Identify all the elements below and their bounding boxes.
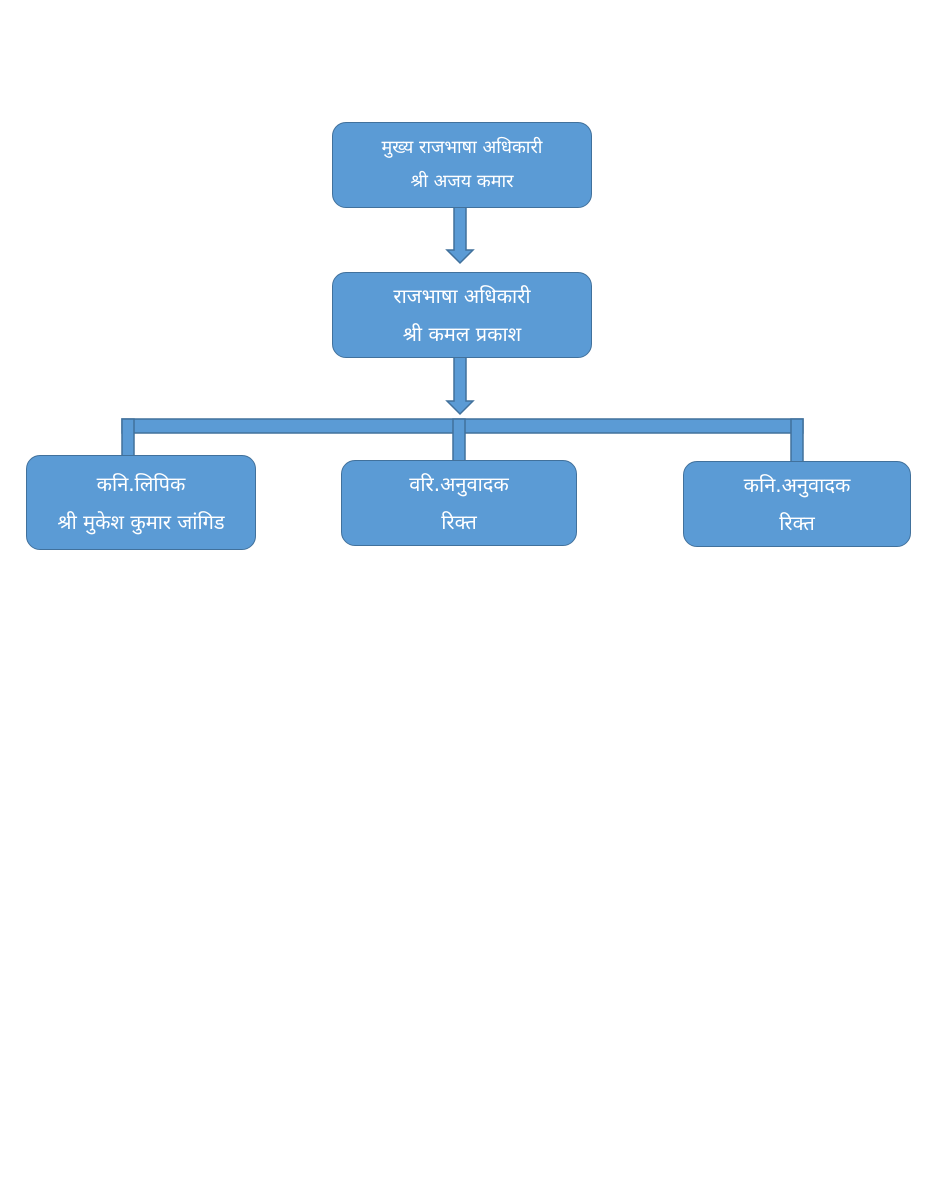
node-senior-translator: वरि.अनुवादक रिक्त bbox=[341, 460, 577, 546]
node-junior-translator: कनि.अनुवादक रिक्त bbox=[683, 461, 911, 547]
drop-to-clerk bbox=[121, 418, 135, 457]
node-chief-official-language-officer: मुख्य राजभाषा अधिकारी श्री अजय कमार bbox=[332, 122, 592, 208]
node-title: वरि.अनुवादक bbox=[409, 472, 509, 496]
node-title: मुख्य राजभाषा अधिकारी bbox=[381, 136, 543, 158]
arrow-officer-to-branch bbox=[445, 356, 475, 416]
node-person: श्री कमल प्रकाश bbox=[402, 322, 522, 346]
node-person: श्री अजय कमार bbox=[410, 171, 514, 192]
arrow-chief-to-officer bbox=[445, 206, 475, 265]
node-junior-clerk: कनि.लिपिक श्री मुकेश कुमार जांगिड bbox=[26, 455, 256, 550]
node-title: कनि.लिपिक bbox=[96, 471, 186, 496]
node-person: श्री मुकेश कुमार जांगिड bbox=[57, 509, 225, 534]
node-official-language-officer: राजभाषा अधिकारी श्री कमल प्रकाश bbox=[332, 272, 592, 358]
node-title: कनि.अनुवादक bbox=[743, 473, 851, 497]
node-person: रिक्त bbox=[441, 510, 477, 534]
drop-to-junior-translator bbox=[790, 418, 804, 463]
node-title: राजभाषा अधिकारी bbox=[393, 284, 531, 308]
drop-to-senior-translator bbox=[452, 418, 466, 462]
node-person: रिक्त bbox=[779, 511, 815, 535]
